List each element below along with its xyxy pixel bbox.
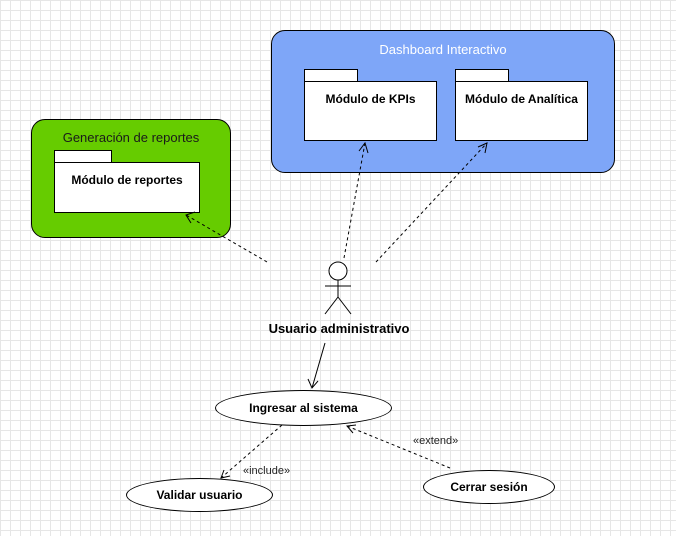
usecase-validate-user[interactable]: Validar usuario <box>126 478 273 512</box>
reports-package[interactable]: Módulo de reportes <box>54 162 200 213</box>
include-relation <box>220 424 283 479</box>
actor-right-leg <box>337 296 352 315</box>
usecase-login[interactable]: Ingresar al sistema <box>215 390 392 426</box>
actor-figure <box>324 261 352 315</box>
actor-to-reports-arrowhead <box>185 211 196 224</box>
analytics-package[interactable]: Módulo de Analítica <box>455 81 588 141</box>
actor-label: Usuario administrativo <box>268 321 410 336</box>
extend-arrowhead <box>346 424 357 434</box>
include-stereotype: «include» <box>243 465 291 477</box>
usecase-logout[interactable]: Cerrar sesión <box>423 470 555 504</box>
actor-head <box>328 261 348 281</box>
extend-relation <box>346 425 451 469</box>
actor-to-analytics-arrowhead <box>477 142 488 154</box>
actor-to-analytics-dependency <box>375 142 488 263</box>
dashboard-container-title: Dashboard Interactivo <box>379 42 507 57</box>
extend-stereotype: «extend» <box>413 435 459 447</box>
reports-container-title: Generación de reportes <box>62 130 200 145</box>
actor-login-arrowhead <box>307 378 319 389</box>
actor-left-leg <box>324 296 339 315</box>
actor-to-reports-dependency <box>185 214 268 263</box>
actor-to-kpis-arrowhead <box>358 141 369 154</box>
actor-login-association <box>311 342 326 389</box>
actor-to-kpis-dependency <box>343 142 366 259</box>
kpis-package[interactable]: Módulo de KPIs <box>304 81 437 141</box>
